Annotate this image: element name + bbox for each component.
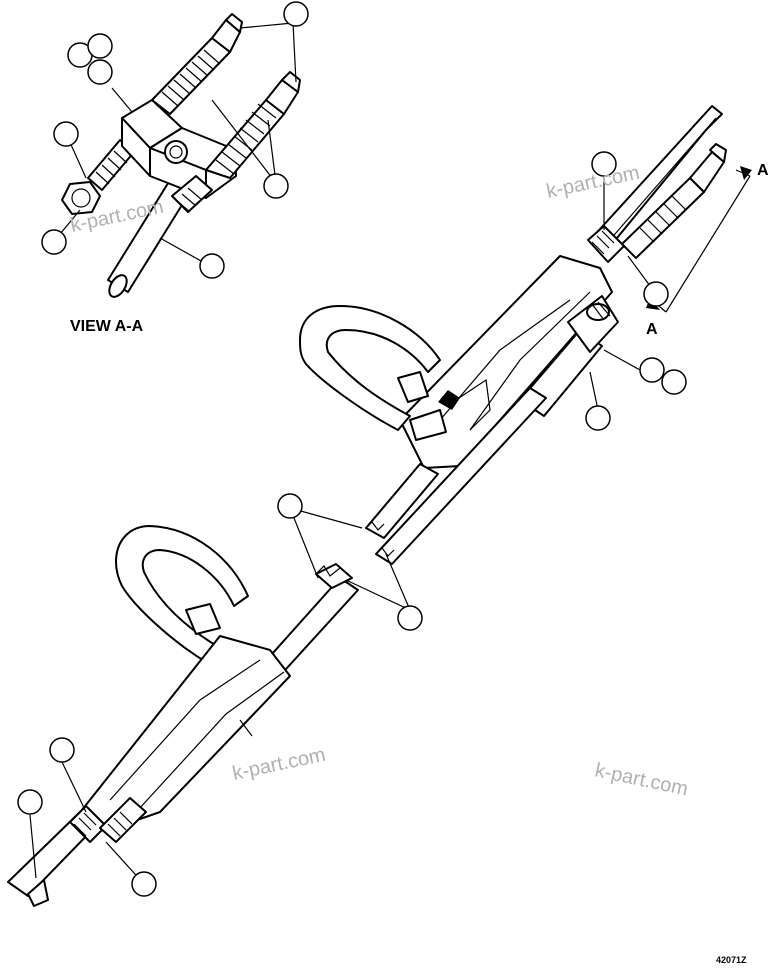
upper-shaft <box>365 463 439 539</box>
upper-fitting-group <box>587 143 727 263</box>
callout-bubble <box>263 173 289 199</box>
view-label: VIEW A-A <box>70 318 144 335</box>
callout-bubble <box>591 151 617 177</box>
callout-bubble <box>283 1 309 27</box>
watermark-text: k-part.com <box>230 744 327 785</box>
callout-bubble <box>277 493 303 519</box>
callout-bubble <box>397 605 423 631</box>
view-a-a-detail: VIEW A-A <box>41 1 309 335</box>
callout-bubble <box>643 281 669 307</box>
detail-second-rod <box>205 99 285 179</box>
callout-bubble <box>639 357 665 383</box>
main-assembly: A A <box>7 105 769 907</box>
callout-bubble <box>49 737 75 763</box>
drawing-number: 42071Z <box>716 955 747 965</box>
main-callouts <box>17 151 687 897</box>
lower-lever-body <box>73 635 291 827</box>
detail-hex-nut <box>61 181 101 215</box>
watermark-text: k-part.com <box>593 759 690 800</box>
watermarks: k-part.com k-part.com k-part.com k-part.… <box>68 162 689 801</box>
section-marker-top: A <box>757 162 769 179</box>
section-marker-bottom: A <box>646 321 658 338</box>
upper-nut <box>587 225 625 263</box>
detail-callouts <box>41 1 309 279</box>
detail-port <box>164 140 188 164</box>
upper-handle <box>299 305 441 431</box>
detail-upper-rod <box>151 37 231 115</box>
callout-bubble <box>53 121 79 147</box>
lower-fitting-group <box>69 797 147 843</box>
upper-weld <box>438 390 460 410</box>
callout-bubble <box>585 405 611 431</box>
callout-bubble <box>41 229 67 255</box>
callout-bubble <box>17 789 43 815</box>
callout-bubble <box>87 33 113 59</box>
lower-handle <box>115 525 249 663</box>
callout-bubble <box>131 871 157 897</box>
callout-bubble <box>661 369 687 395</box>
callout-bubble <box>199 253 225 279</box>
callout-bubble <box>87 59 113 85</box>
